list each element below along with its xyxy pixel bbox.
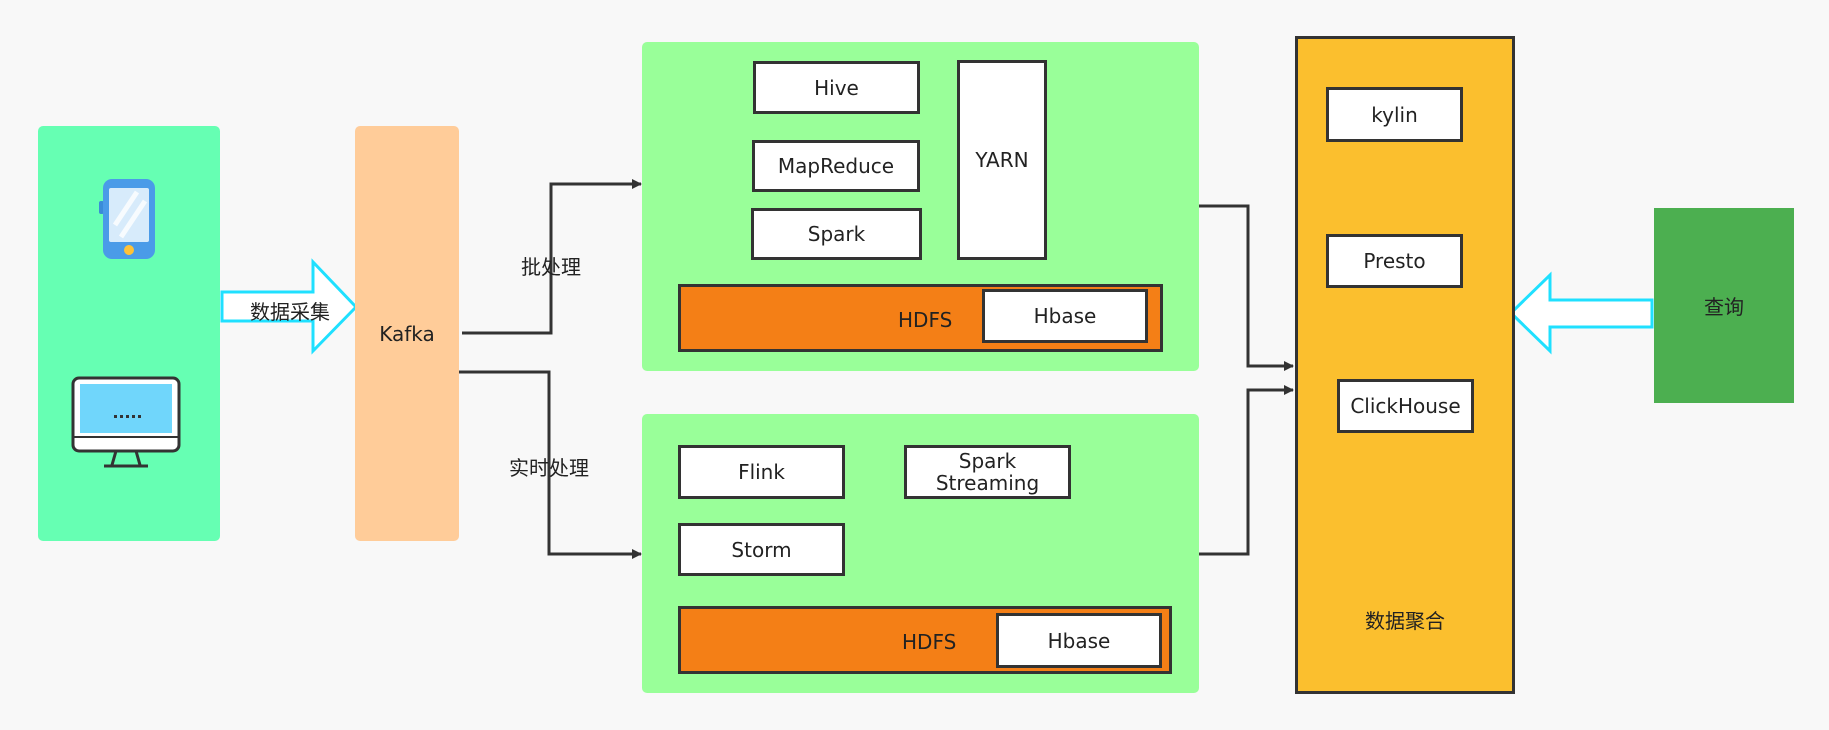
mapreduce-box: MapReduce <box>752 140 920 192</box>
realtime-connector <box>456 370 642 559</box>
batch-edge-label: 批处理 <box>521 255 581 279</box>
batch-connector <box>462 179 642 335</box>
yarn-box: YARN <box>957 60 1047 260</box>
collect-hollow-arrow <box>220 258 359 355</box>
kylin-box: kylin <box>1326 87 1463 142</box>
spark-box: Spark <box>751 208 922 260</box>
aggregation-panel <box>1295 36 1515 694</box>
aggregation-title: 数据聚合 <box>1365 609 1445 633</box>
realtime-edge-label: 实时处理 <box>509 456 589 480</box>
storm-box: Storm <box>678 523 845 576</box>
query-hollow-arrow <box>1508 271 1654 355</box>
monitor-icon <box>71 376 181 468</box>
hive-box: Hive <box>753 61 920 114</box>
kafka-label: Kafka <box>379 321 435 346</box>
batch-to-aggregation-connector <box>1199 204 1294 371</box>
realtime-hbase-box: Hbase <box>996 613 1162 668</box>
spark-streaming-box: Spark Streaming <box>904 445 1071 499</box>
collect-arrow-label: 数据采集 <box>250 300 330 324</box>
realtime-hdfs-label: HDFS <box>902 630 957 654</box>
spark-streaming-line1: Spark <box>958 449 1017 473</box>
query-label: 查询 <box>1704 295 1744 319</box>
phone-icon <box>99 179 155 259</box>
presto-box: Presto <box>1326 234 1463 288</box>
clickhouse-box: ClickHouse <box>1337 379 1474 433</box>
batch-hdfs-label: HDFS <box>898 308 953 332</box>
batch-hbase-box: Hbase <box>982 289 1148 343</box>
flink-box: Flink <box>678 445 845 499</box>
query-panel: 查询 <box>1654 208 1794 403</box>
kafka-panel: Kafka <box>355 126 459 541</box>
realtime-to-aggregation-connector <box>1199 385 1294 556</box>
spark-streaming-line2: Streaming <box>935 471 1040 495</box>
